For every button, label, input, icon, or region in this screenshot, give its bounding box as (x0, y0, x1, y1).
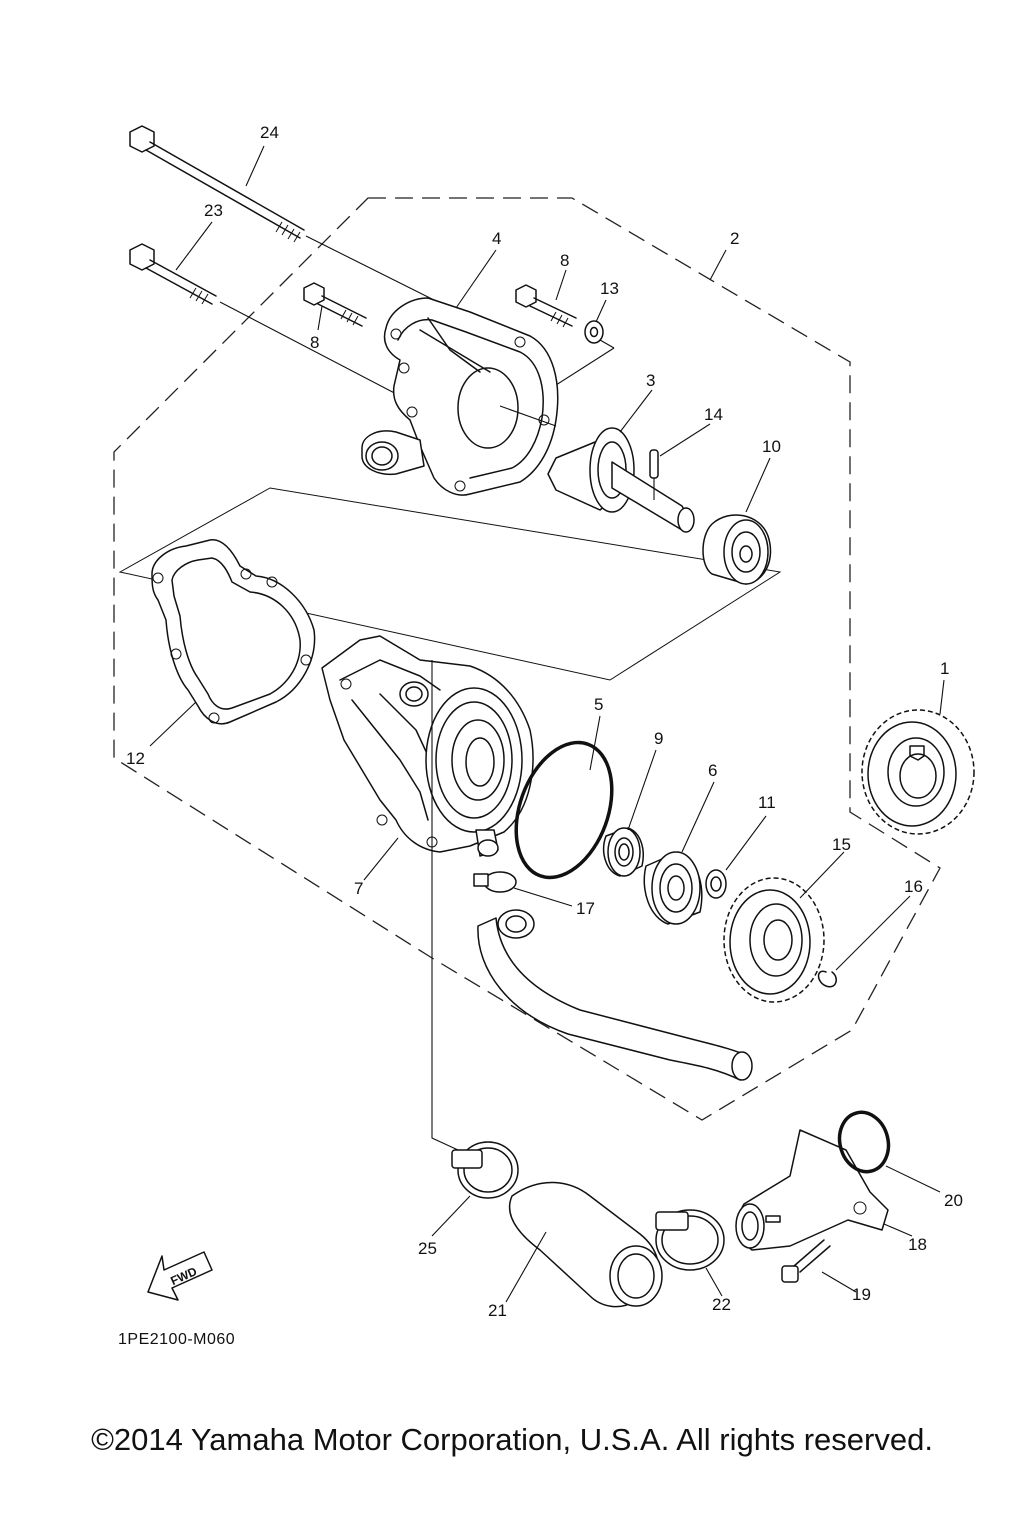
part-6-bearing (643, 851, 703, 925)
part-4-pump-cover (361, 297, 559, 496)
diagram-code: 1PE2100-M060 (118, 1331, 235, 1348)
callout-14: 14 (704, 405, 723, 424)
callout-2: 2 (730, 229, 739, 248)
part-14-pin (649, 449, 659, 500)
callout-numbers: 24 23 4 2 8 13 8 3 14 10 1 5 9 6 11 15 1… (126, 123, 963, 1320)
leader-housing-to-clamp (431, 660, 459, 1151)
callout-20: 20 (944, 1191, 963, 1210)
part-19-bolt (781, 1239, 831, 1283)
callout-8-left: 8 (310, 333, 319, 352)
callout-7: 7 (354, 879, 363, 898)
part-16-clip (817, 970, 837, 988)
callout-25: 25 (418, 1239, 437, 1258)
callout-22: 22 (712, 1295, 731, 1314)
part-1-gear (861, 709, 975, 835)
part-15-gear (723, 877, 825, 1003)
callout-8-right: 8 (560, 251, 569, 270)
callout-23: 23 (204, 201, 223, 220)
part-11-washer (705, 869, 727, 899)
callout-17: 17 (576, 899, 595, 918)
part-5-o-ring (514, 740, 614, 880)
part-9-bearing (602, 827, 644, 877)
callout-4: 4 (492, 229, 501, 248)
part-24-long-bolt (129, 125, 471, 319)
callout-6: 6 (708, 761, 717, 780)
part-8-bolt-left (303, 282, 367, 327)
callout-15: 15 (832, 835, 851, 854)
callout-1: 1 (940, 659, 949, 678)
copyright-notice: ©2014 Yamaha Motor Corporation, U.S.A. A… (91, 1422, 933, 1457)
callout-9: 9 (654, 729, 663, 748)
callout-12: 12 (126, 749, 145, 768)
callout-3: 3 (646, 371, 655, 390)
callout-5: 5 (594, 695, 603, 714)
part-3-impeller-shaft (547, 427, 695, 533)
callout-21: 21 (488, 1301, 507, 1320)
small-hose (477, 909, 753, 1081)
callout-leaders (149, 145, 945, 1303)
part-7-pump-housing (321, 635, 534, 857)
part-22-hose-clamp (655, 1209, 725, 1271)
callout-10: 10 (762, 437, 781, 456)
callout-18: 18 (908, 1235, 927, 1254)
assembly-boundary (113, 197, 941, 1121)
cover-plane-outline (118, 487, 782, 681)
fwd-arrow-icon: FWD (147, 1251, 213, 1301)
part-12-gasket (151, 539, 316, 725)
part-8-bolt-right (515, 284, 577, 328)
callout-11: 11 (758, 793, 776, 812)
callout-16: 16 (904, 877, 923, 896)
part-21-hose (508, 1181, 663, 1308)
part-17-hose-clamp (473, 871, 517, 893)
callout-19: 19 (852, 1285, 871, 1304)
part-18-outlet-pipe (735, 1129, 889, 1251)
callout-13: 13 (600, 279, 619, 298)
part-23-bolt (129, 243, 405, 399)
part-10-mechanical-seal (702, 514, 772, 585)
part-20-o-ring (837, 1110, 891, 1174)
part-25-hose-clamp (451, 1141, 519, 1199)
callout-24: 24 (260, 123, 279, 142)
